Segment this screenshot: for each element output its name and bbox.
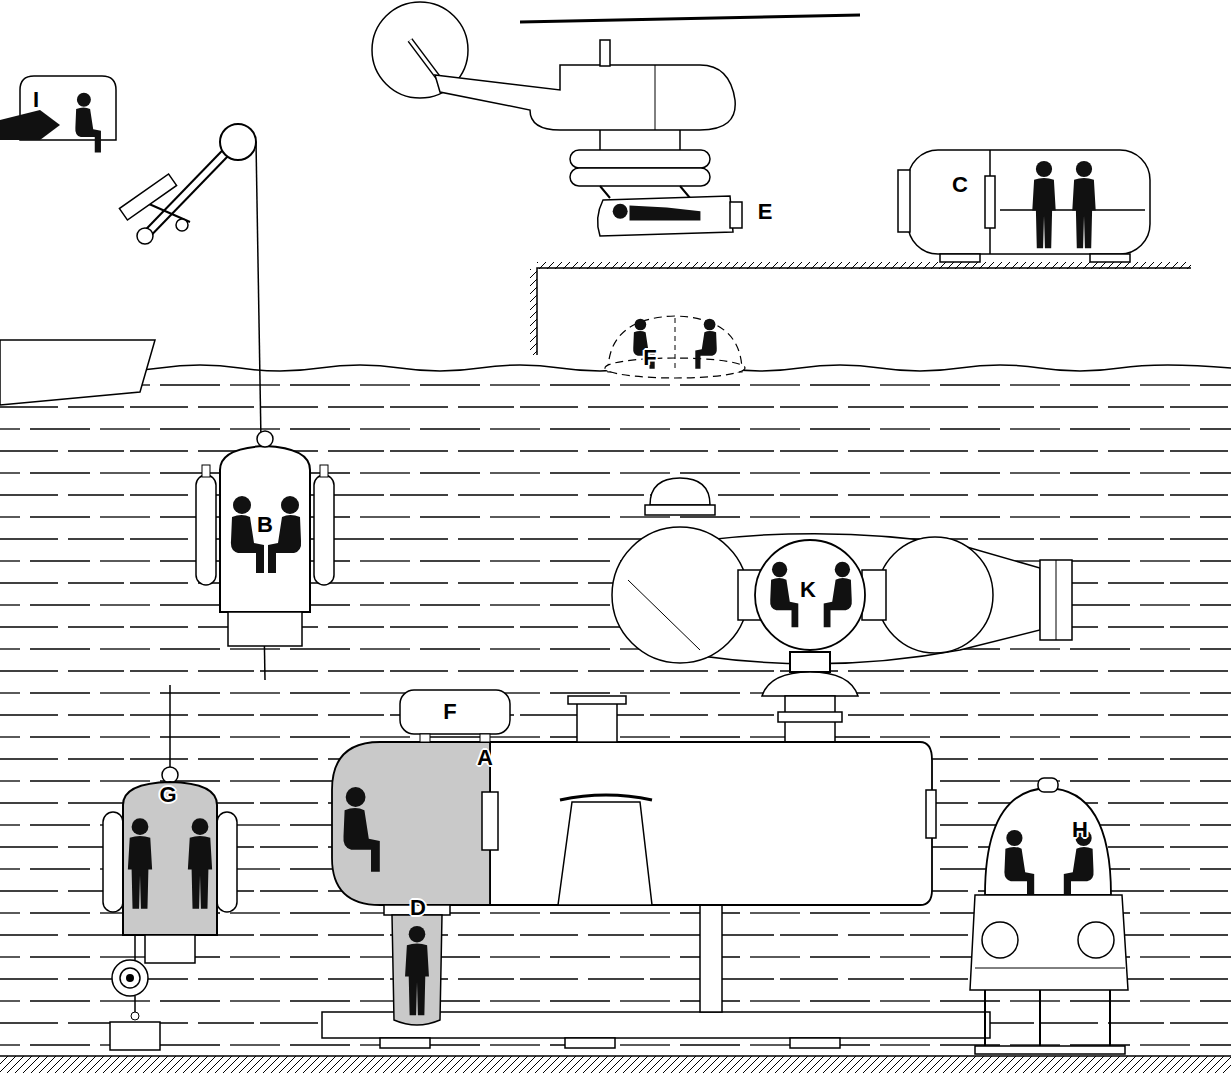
wet-bell: [103, 685, 237, 1050]
callout-letter: C: [952, 172, 968, 198]
seabed-hatch: [0, 1056, 1231, 1073]
seabed-platform: [322, 905, 990, 1048]
submersible: [612, 478, 1072, 742]
callout-letter: K: [800, 577, 816, 603]
callout-letter: F: [643, 345, 656, 371]
seabed-habitat: [332, 690, 936, 1025]
callout-letter: F: [443, 699, 456, 725]
callout-letter: D: [410, 895, 426, 921]
helicopter: [372, 2, 860, 236]
callout-letter: B: [257, 512, 273, 538]
diving-bell: [196, 431, 334, 646]
callout-letter: I: [33, 87, 39, 113]
deck-chamber: [898, 150, 1150, 262]
seabed-line: [0, 1055, 1231, 1057]
quay-hatch: [530, 269, 537, 355]
callout-letter: G: [159, 782, 176, 808]
callout-letter: H: [1072, 817, 1088, 843]
callout-letter: E: [758, 199, 773, 225]
seabed-station: [970, 778, 1128, 1054]
callout-letter: A: [477, 745, 493, 771]
inflatable-chamber: [605, 316, 745, 378]
water-lines: [0, 372, 1231, 1052]
